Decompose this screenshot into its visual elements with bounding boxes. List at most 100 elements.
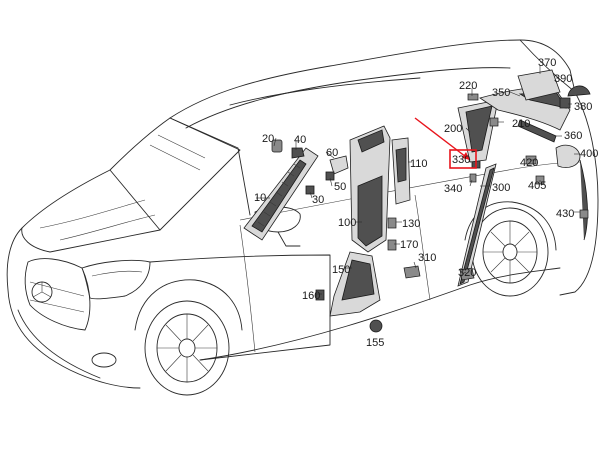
part-number-320: 320 xyxy=(458,267,476,279)
a-pillar-trim-10-pattern xyxy=(251,159,307,233)
part-number-350: 350 xyxy=(492,87,510,99)
part-number-60: 60 xyxy=(326,147,338,159)
part-number-370: 370 xyxy=(538,57,556,69)
windshield xyxy=(109,117,241,231)
part-number-160: 160 xyxy=(302,290,320,302)
part-number-100: 100 xyxy=(338,217,356,229)
b-pillar-upper-trim-100-pattern xyxy=(357,175,383,247)
part-number-400: 400 xyxy=(580,148,598,160)
part-number-30: 30 xyxy=(312,194,324,206)
part-number-340: 340 xyxy=(444,183,462,195)
part-number-420: 420 xyxy=(520,157,538,169)
b-pillar-upper-cap xyxy=(357,129,385,153)
trim-strip-360 xyxy=(517,119,557,143)
body-side xyxy=(149,254,331,361)
clip-340 xyxy=(469,173,477,183)
car-outline xyxy=(6,39,599,396)
bumper-lower xyxy=(17,309,101,379)
part-number-150: 150 xyxy=(332,264,350,276)
part-number-labels: 10 20 30 40 50 60 100 110 130 150 155 16… xyxy=(254,57,598,349)
part-number-330: 330 xyxy=(452,154,470,166)
b-pillar-lower-trim-150-pattern xyxy=(341,259,375,301)
part-number-170: 170 xyxy=(400,239,418,251)
highlight-arrowhead xyxy=(462,152,470,160)
headlight xyxy=(81,259,151,300)
roof-rail-trim-200-inner xyxy=(465,105,493,153)
panel-370 xyxy=(517,69,561,101)
leader-60 xyxy=(325,151,335,159)
bracket-60 xyxy=(329,155,349,175)
hood-crease xyxy=(39,199,146,229)
clip-320 xyxy=(459,267,475,281)
clip-160 xyxy=(315,289,325,301)
part-number-390: 390 xyxy=(554,73,572,85)
rear-body xyxy=(559,91,599,296)
part-number-405: 405 xyxy=(528,180,546,192)
rear-window-edge xyxy=(519,39,576,93)
sill-line xyxy=(199,267,561,361)
part-number-210: 210 xyxy=(512,118,530,130)
clip-210 xyxy=(489,117,499,127)
highlight-arrow xyxy=(414,117,471,161)
part-number-380: 380 xyxy=(574,101,592,113)
fog-lamp xyxy=(91,352,117,368)
rear-wheel-spokes xyxy=(483,221,537,283)
rear-wheel-arch xyxy=(464,201,557,251)
grille-bar-2 xyxy=(29,299,85,313)
front-bumper xyxy=(6,227,141,389)
leader-350 xyxy=(509,91,521,97)
seatbelt-guide-110-slot xyxy=(395,147,407,183)
front-wheel-arch xyxy=(134,279,243,331)
part-number-310: 310 xyxy=(418,252,436,264)
part-number-300: 300 xyxy=(492,182,510,194)
clip-220 xyxy=(467,93,479,101)
leader-320 xyxy=(461,271,467,275)
leader-50 xyxy=(329,177,333,187)
clip-40 xyxy=(291,147,305,159)
leader-30 xyxy=(309,191,313,199)
part-number-220: 220 xyxy=(459,80,477,92)
grommet-155 xyxy=(369,319,383,333)
bracket-400 xyxy=(555,144,581,168)
leader-340 xyxy=(469,179,473,187)
beltline xyxy=(239,161,581,221)
leader-200 xyxy=(465,127,471,133)
front-door-shut xyxy=(239,224,256,353)
front-wheel-spokes xyxy=(157,314,217,382)
part-number-50: 50 xyxy=(334,181,346,193)
roof-rail xyxy=(229,77,421,106)
grille xyxy=(24,258,91,331)
leader-lines xyxy=(256,66,580,295)
part-number-110: 110 xyxy=(410,158,428,170)
cap-390 xyxy=(567,85,591,97)
part-number-360: 360 xyxy=(564,130,582,142)
leader-20 xyxy=(273,137,277,147)
clip-50 xyxy=(325,171,335,181)
panel-380 xyxy=(559,97,571,109)
bracket-400-cable xyxy=(579,159,588,241)
part-number-40: 40 xyxy=(294,134,306,146)
highlight-box xyxy=(449,149,477,169)
headlight-inner xyxy=(91,270,143,277)
front-wheel-hub xyxy=(178,338,196,358)
grille-bar xyxy=(29,281,85,297)
rear-door-shut xyxy=(414,194,431,301)
part-number-155: 155 xyxy=(366,337,384,349)
part-number-10: 10 xyxy=(254,192,266,204)
highlight xyxy=(414,117,477,169)
leader-310 xyxy=(413,261,417,269)
rear-wheel-hub xyxy=(502,243,518,261)
part-number-200: 200 xyxy=(444,123,462,135)
front-wheel xyxy=(144,300,230,396)
part-number-430: 430 xyxy=(556,208,574,220)
c-pillar-trim-300-edge xyxy=(459,167,495,285)
windshield-reflection xyxy=(149,134,206,171)
part-number-20: 20 xyxy=(262,133,274,145)
clip-170 xyxy=(387,239,397,251)
a-pillar-line xyxy=(169,117,251,216)
part-number-130: 130 xyxy=(402,218,420,230)
clip-30 xyxy=(305,185,315,195)
clip-130 xyxy=(387,217,397,229)
